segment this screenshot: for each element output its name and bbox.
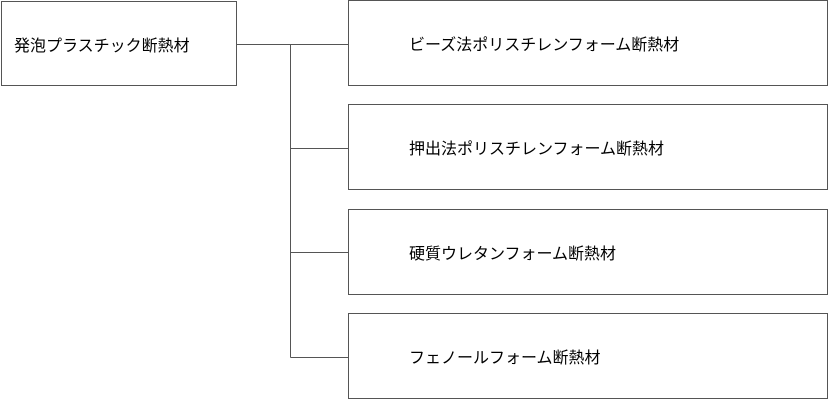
child-node-rigid-urethane: 硬質ウレタンフォーム断熱材 xyxy=(348,209,828,295)
child-node-phenolic: フェノールフォーム断熱材 xyxy=(348,313,828,399)
child-node-label: 硬質ウレタンフォーム断熱材 xyxy=(409,244,617,263)
root-node-label: 発泡プラスチック断熱材 xyxy=(14,35,190,55)
child-node-label: ビーズ法ポリスチレンフォーム断熱材 xyxy=(409,35,680,54)
child-node-label: フェノールフォーム断熱材 xyxy=(409,348,601,367)
child-node-beads-polystyrene: ビーズ法ポリスチレンフォーム断熱材 xyxy=(348,0,828,86)
root-node: 発泡プラスチック断熱材 xyxy=(1,1,237,86)
child-node-extruded-polystyrene: 押出法ポリスチレンフォーム断熱材 xyxy=(348,104,828,190)
child-node-label: 押出法ポリスチレンフォーム断熱材 xyxy=(409,139,665,158)
